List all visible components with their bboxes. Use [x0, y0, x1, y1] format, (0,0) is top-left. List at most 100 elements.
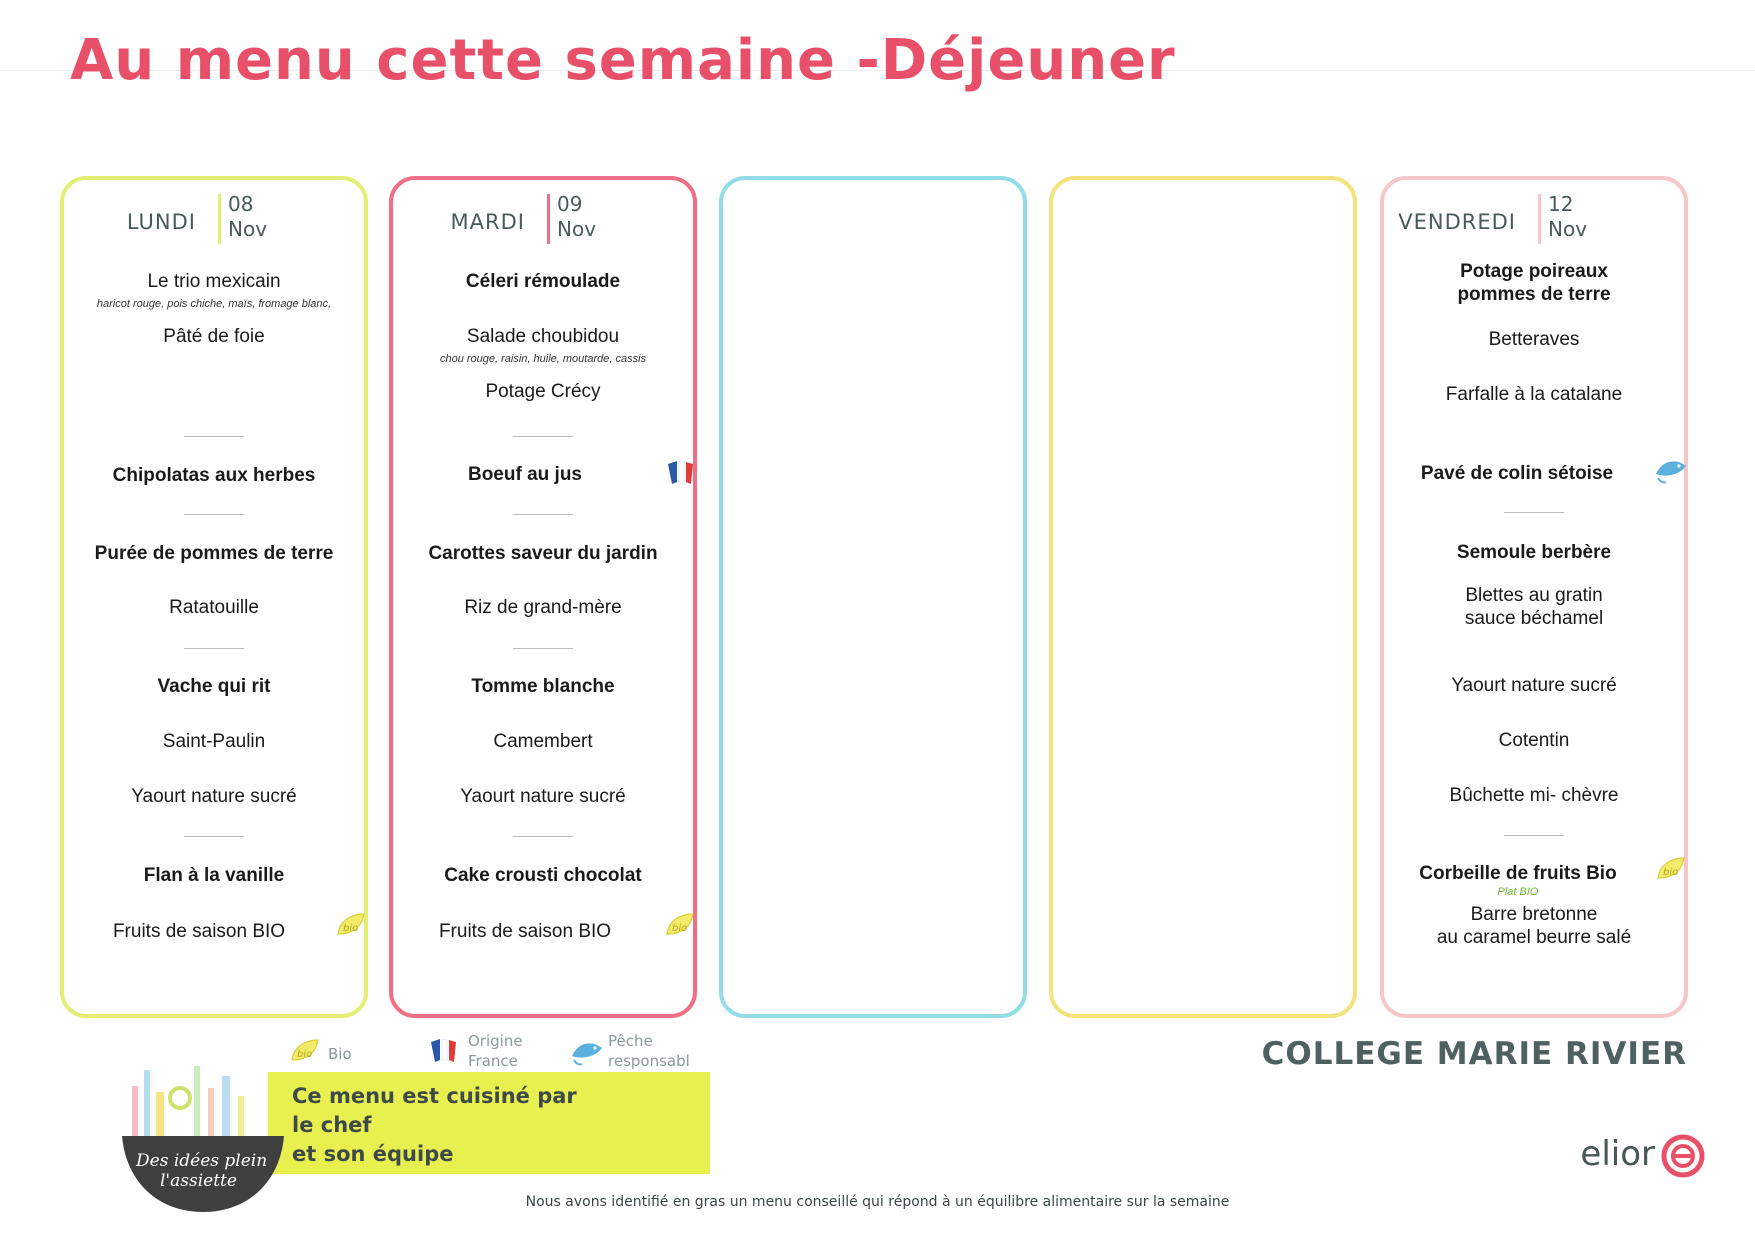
svg-text:bio: bio: [343, 923, 358, 934]
menu-item: Barre bretonne: [1470, 904, 1598, 925]
footnote: Nous avons identifié en gras un menu con…: [525, 1194, 1230, 1210]
menu-item: Carottes saveur du jardin: [428, 543, 658, 564]
menu-item: Potage poireaux: [1460, 261, 1608, 282]
origine-france-icon: [668, 460, 693, 484]
day-month: Nov: [557, 217, 597, 241]
logo-text-1: Des idées plein: [135, 1151, 267, 1171]
day-separator: [547, 194, 550, 244]
menu-item: Pâté de foie: [163, 326, 265, 347]
menu-item: Cake crousti chocolat: [444, 865, 642, 886]
day-card-mardi: MARDI 09 Nov Céleri rémoulade Salade cho…: [389, 176, 697, 1018]
day-name: MARDI: [450, 210, 525, 234]
day-separator: [1538, 194, 1541, 244]
svg-text:bio: bio: [297, 1049, 312, 1060]
menu-item: Camembert: [493, 731, 593, 752]
menu-item: sauce béchamel: [1464, 608, 1604, 629]
legend-origine-label-1: Origine: [468, 1032, 523, 1050]
peche-responsable-fish-icon: [1656, 461, 1686, 484]
day-card-lundi: LUNDI 08 Nov Le trio mexicain haricot ro…: [60, 176, 368, 1018]
menu-item: Cotentin: [1498, 730, 1570, 751]
brand-name: elior: [1580, 1134, 1655, 1174]
menu-item-detail: haricot rouge, pois chiche, maïs, fromag…: [96, 298, 332, 310]
day-date: 09 Nov: [557, 192, 596, 242]
day-number: 09: [557, 192, 583, 216]
menu-item: Tomme blanche: [471, 676, 615, 697]
day-date: 08 Nov: [228, 192, 267, 242]
day-header: MARDI 09 Nov: [393, 192, 693, 254]
menu-item: Salade choubidou: [466, 326, 620, 347]
chef-message: Ce menu est cuisiné par le chef et son é…: [292, 1082, 577, 1169]
divider: [513, 836, 573, 837]
divider: [1504, 512, 1564, 513]
menu-item: Farfalle à la catalane: [1445, 384, 1623, 405]
divider: [513, 648, 573, 649]
divider: [513, 436, 573, 437]
day-number: 08: [228, 192, 254, 216]
menu-item: Fruits de saison BIO: [112, 921, 286, 942]
chef-line-2: le chef: [292, 1113, 372, 1137]
des-idees-logo: Des idées plein l'assiette: [122, 1066, 284, 1212]
origine-france-icon: [431, 1038, 456, 1062]
menu-item: Flan à la vanille: [143, 865, 285, 886]
day-month: Nov: [1548, 217, 1588, 241]
divider: [184, 436, 244, 437]
divider: [1504, 835, 1564, 836]
bio-leaf-icon: bio: [1657, 857, 1685, 879]
menu-item: Chipolatas aux herbes: [112, 465, 316, 486]
day-card-empty-1: [719, 176, 1027, 1018]
divider: [184, 648, 244, 649]
menu-item: Fruits de saison BIO: [438, 921, 612, 942]
top-rule: [0, 70, 1755, 71]
legend-peche-label-1: Pêche: [608, 1032, 653, 1050]
day-separator: [218, 194, 221, 244]
legend-peche: Pêche responsabl: [568, 1032, 708, 1072]
day-date: 12 Nov: [1548, 192, 1587, 242]
chef-line-3: et son équipe: [292, 1142, 454, 1166]
day-card-empty-2: [1049, 176, 1357, 1018]
menu-item: Yaourt nature sucré: [1451, 675, 1617, 696]
menu-item: Corbeille de fruits Bio: [1419, 863, 1617, 884]
legend-bio-label: Bio: [328, 1045, 352, 1063]
menu-item-detail: chou rouge, raisin, huile, moutarde, cas…: [439, 353, 647, 365]
plat-bio-label: Plat BIO: [1497, 886, 1539, 898]
menu-item: Purée de pommes de terre: [94, 543, 334, 564]
menu-item: Le trio mexicain: [147, 271, 281, 292]
menu-item: Ratatouille: [169, 597, 259, 618]
elior-logo-icon: [1661, 1134, 1705, 1178]
chef-banner: Ce menu est cuisiné par le chef et son é…: [268, 1072, 710, 1174]
bio-leaf-icon: bio: [666, 913, 694, 935]
divider: [184, 836, 244, 837]
day-name: VENDREDI: [1398, 210, 1516, 234]
svg-text:bio: bio: [1663, 867, 1678, 878]
menu-item: Céleri rémoulade: [465, 271, 621, 292]
day-card-vendredi: VENDREDI 12 Nov Potage poireaux pommes d…: [1380, 176, 1688, 1018]
divider: [513, 514, 573, 515]
menu-item: Boeuf au jus: [467, 464, 582, 485]
bio-leaf-icon: bio: [291, 1039, 319, 1061]
menu-item: Riz de grand-mère: [464, 597, 622, 618]
chef-line-1: Ce menu est cuisiné par: [292, 1084, 577, 1108]
menu-item: Bûchette mi- chèvre: [1449, 785, 1619, 806]
college-name: COLLEGE MARIE RIVIER: [1261, 1036, 1687, 1072]
svg-text:bio: bio: [672, 923, 687, 934]
menu-item: au caramel beurre salé: [1436, 927, 1632, 948]
menu-item: pommes de terre: [1457, 284, 1611, 305]
day-number: 12: [1548, 192, 1574, 216]
menu-item: Vache qui rit: [157, 676, 271, 697]
menu-item: Pavé de colin sétoise: [1420, 463, 1614, 484]
legend-bio: bio Bio: [288, 1032, 398, 1072]
page-title: Au menu cette semaine -Déjeuner: [70, 28, 1176, 93]
legend-origine: Origine France: [428, 1032, 538, 1072]
logo-text-2: l'assiette: [160, 1171, 237, 1191]
legend-peche-label-2: responsabl: [608, 1052, 690, 1070]
menu-item: Semoule berbère: [1456, 542, 1612, 563]
menu-item: Betteraves: [1488, 329, 1580, 350]
menu-item: Yaourt nature sucré: [460, 786, 626, 807]
day-header: LUNDI 08 Nov: [64, 192, 364, 254]
bio-leaf-icon: bio: [337, 913, 365, 935]
legend-origine-label-2: France: [468, 1052, 518, 1070]
day-header: VENDREDI 12 Nov: [1384, 192, 1684, 254]
divider: [184, 514, 244, 515]
day-name: LUNDI: [126, 210, 196, 234]
peche-responsable-fish-icon: [572, 1043, 602, 1066]
